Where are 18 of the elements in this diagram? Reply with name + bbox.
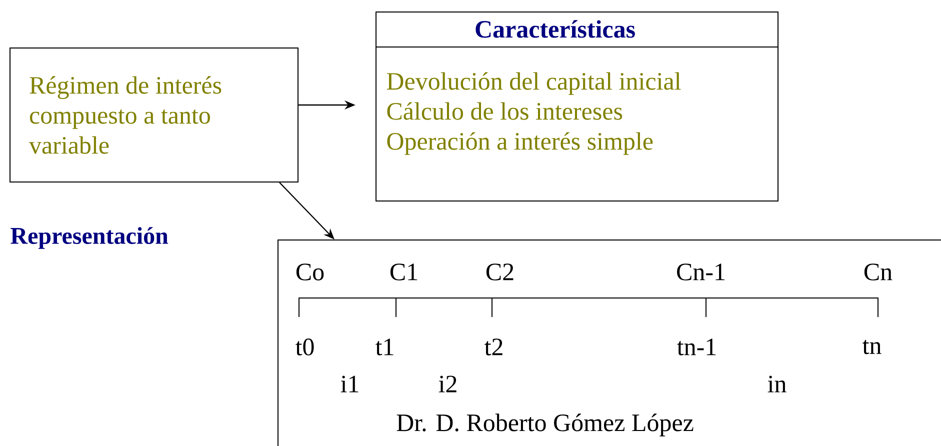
- rate-label: i1: [340, 376, 358, 392]
- characteristics-box: Características Devolución del capital inicial Cálculo de los intereses Operación a interés simple: [376, 12, 778, 202]
- timeline-label: tn-1: [677, 338, 716, 356]
- section-heading: Representación: [10, 227, 168, 249]
- timeline-label: C2: [486, 264, 514, 280]
- timeline-label: Co: [296, 264, 324, 280]
- timeline-label: t0: [296, 338, 314, 356]
- rate-label: i2: [438, 376, 456, 392]
- author-name: Dr. D. Roberto Gómez López: [396, 414, 694, 436]
- rate-label: in: [768, 376, 786, 392]
- timeline-label: C1: [390, 264, 418, 280]
- timeline-label: t2: [484, 338, 502, 356]
- representation-box: [278, 240, 941, 446]
- timeline-label: Cn-1: [677, 264, 724, 280]
- timeline-label: t1: [376, 338, 394, 356]
- concept-box: Régimen de interés compuesto a tanto variable: [10, 48, 298, 182]
- timeline-label: Cn: [864, 264, 892, 280]
- timeline-label: tn: [862, 340, 882, 354]
